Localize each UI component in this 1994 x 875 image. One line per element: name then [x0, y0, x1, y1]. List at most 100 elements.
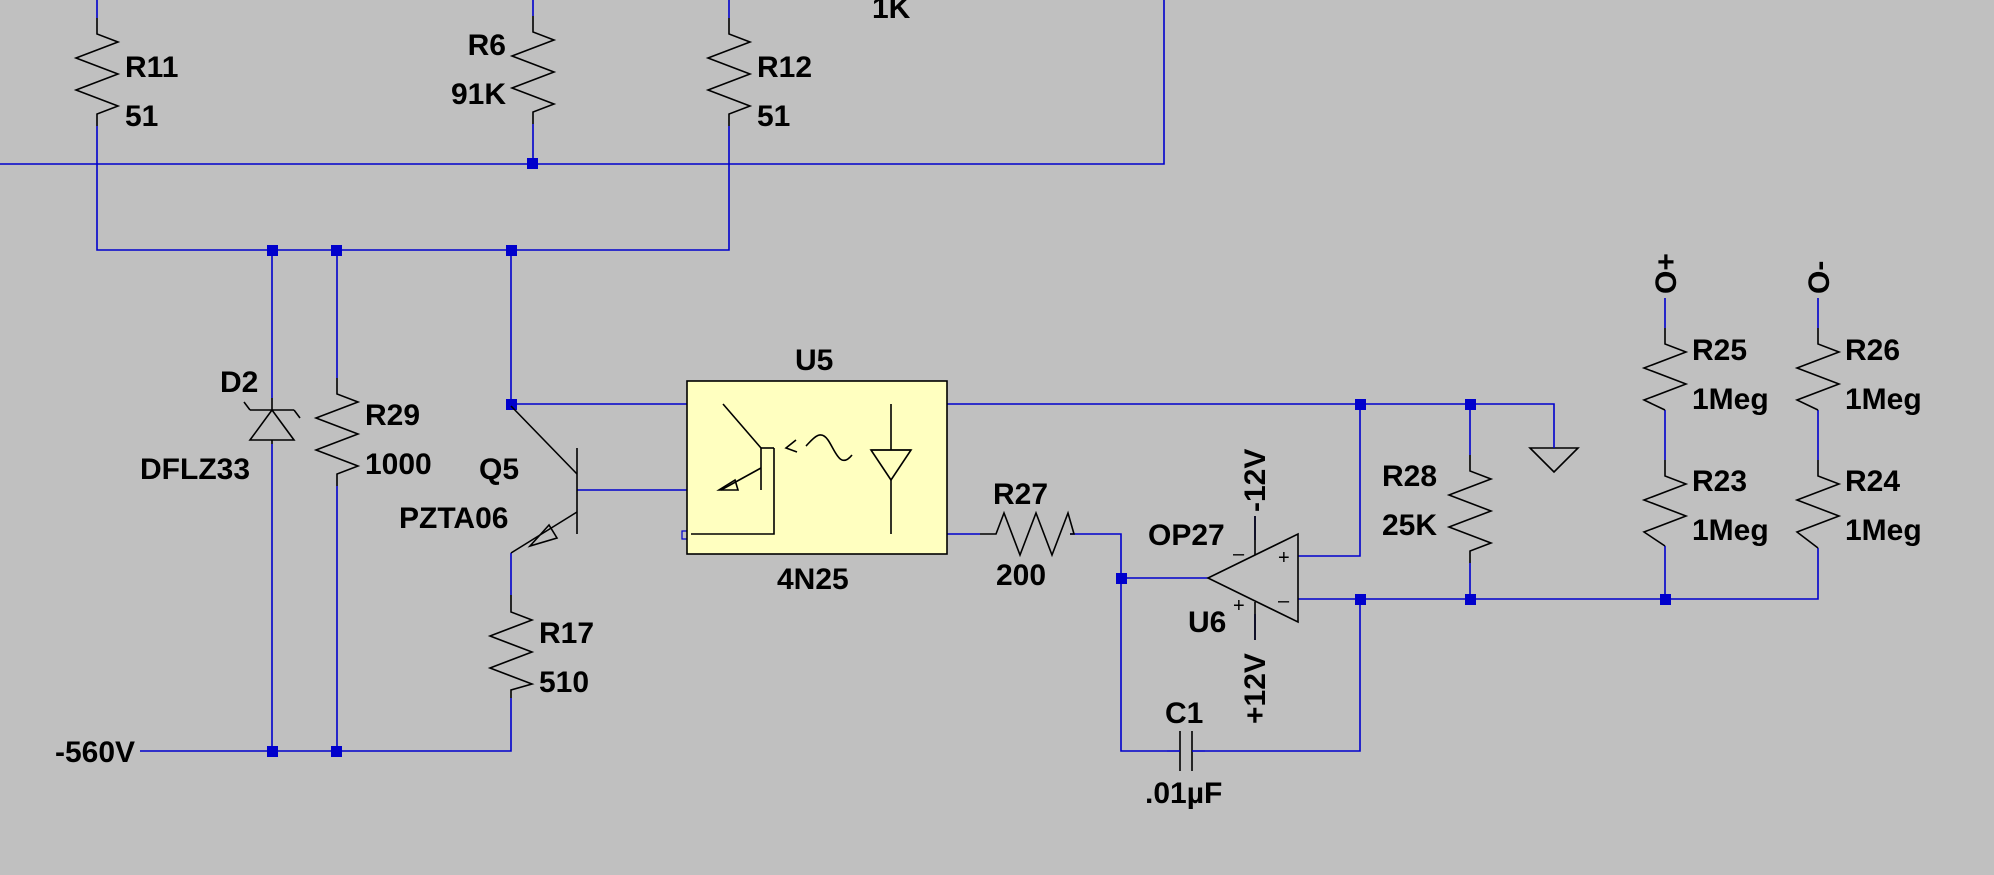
wire — [96, 126, 730, 251]
r6-ref-label: R6 — [468, 29, 506, 62]
r17-ref-label: R17 — [539, 617, 594, 650]
ground-symbol[interactable] — [1528, 426, 1580, 474]
resistor-r23-zigzag — [1641, 460, 1689, 547]
out-plus-label: O+ — [1650, 253, 1683, 294]
r25-value-label: 1Meg — [1692, 383, 1769, 416]
resistor-r24[interactable] — [1794, 460, 1842, 549]
transistor-collector — [510, 405, 578, 475]
junction-dot — [331, 746, 342, 757]
junction-dot — [1660, 594, 1671, 605]
resistor-r11-zigzag — [73, 18, 121, 126]
junction-dot — [527, 158, 538, 169]
junction-dot — [506, 399, 517, 410]
wire — [1205, 599, 1361, 752]
resistor-r26-zigzag — [1794, 328, 1842, 411]
d2-ref-label: D2 — [220, 366, 258, 399]
optocoupler-body — [686, 380, 948, 555]
neg-supply-label: -560V — [55, 736, 135, 769]
resistor-r12[interactable] — [705, 18, 753, 126]
transistor-emitter-arrow — [527, 523, 559, 548]
r25-ref-label: R25 — [1692, 334, 1747, 367]
junction-dot — [267, 746, 278, 757]
u5-value-label: 4N25 — [777, 563, 849, 596]
r11-ref-label: R11 — [125, 51, 178, 84]
opamp-minus-sign: – — [1233, 543, 1245, 565]
u5-ref-label: U5 — [795, 344, 833, 377]
r27-ref-label: R27 — [993, 478, 1048, 511]
r27-value-label: 200 — [996, 559, 1046, 592]
r12-value-label: 51 — [757, 100, 790, 133]
r28-value-label: 25K — [1382, 509, 1437, 542]
zener-diode-d2[interactable] — [243, 398, 301, 444]
junction-dot — [506, 245, 517, 256]
resistor-r24-zigzag — [1794, 460, 1842, 549]
opamp-triangle — [1206, 532, 1299, 624]
transistor-q5[interactable] — [510, 405, 578, 554]
zener-bar-tick — [243, 401, 251, 411]
resistor-r29-zigzag — [313, 378, 361, 486]
d2-value-label: DFLZ33 — [140, 453, 250, 486]
wire — [0, 0, 1165, 165]
r23-ref-label: R23 — [1692, 465, 1747, 498]
r11-value-label: 51 — [125, 100, 158, 133]
r24-value-label: 1Meg — [1845, 514, 1922, 547]
resistor-r25[interactable] — [1641, 328, 1689, 411]
resistor-r11[interactable] — [73, 18, 121, 126]
wire — [1070, 533, 1208, 579]
opamp-u6[interactable] — [1206, 516, 1299, 640]
r23-value-label: 1Meg — [1692, 514, 1769, 547]
opamp-out-minus-sign: – — [1278, 590, 1290, 612]
resistor-r6-zigzag — [509, 16, 557, 124]
opamp-out-plus-sign: + — [1278, 547, 1290, 569]
resistor-r6[interactable] — [509, 16, 557, 124]
r28-ref-label: R28 — [1382, 460, 1437, 493]
wire — [140, 698, 512, 752]
r29-value-label: 1000 — [365, 448, 432, 481]
u6-ref-label: U6 — [1188, 606, 1226, 639]
resistor-r17-zigzag — [487, 595, 535, 698]
q5-ref-label: Q5 — [479, 453, 519, 486]
junction-dots — [267, 158, 1671, 757]
phototransistor-emitter — [720, 467, 762, 491]
phototransistor-arrow — [716, 478, 740, 491]
light-arrow-head — [784, 439, 798, 453]
junction-dot — [1355, 399, 1366, 410]
junction-dot — [331, 245, 342, 256]
phototransistor-base-lead — [691, 448, 775, 535]
resistor-r28[interactable] — [1446, 455, 1494, 563]
r17-value-label: 510 — [539, 666, 589, 699]
opamp-plus-sign: + — [1233, 595, 1245, 617]
wire — [1120, 578, 1167, 752]
resistor-r27-zigzag — [980, 510, 1076, 558]
resistor-r26[interactable] — [1794, 328, 1842, 411]
r26-ref-label: R26 — [1845, 334, 1900, 367]
resistor-r17[interactable] — [487, 595, 535, 698]
neg12-label: -12V — [1239, 449, 1272, 512]
ground-icon — [1528, 447, 1580, 474]
wire — [1298, 404, 1361, 557]
top-value-label: 1K — [872, 0, 911, 25]
r6-value-label: 91K — [451, 78, 506, 111]
zener-triangle — [248, 408, 296, 441]
out-minus-label: O- — [1803, 261, 1836, 294]
wire — [1298, 548, 1819, 600]
r29-ref-label: R29 — [365, 399, 420, 432]
wires — [0, 0, 1819, 752]
resistor-r29[interactable] — [313, 378, 361, 486]
resistor-r25-zigzag — [1641, 328, 1689, 411]
junction-dot — [1465, 594, 1476, 605]
phototransistor-collector — [722, 403, 762, 449]
resistor-r27[interactable] — [980, 510, 1076, 558]
r24-ref-label: R24 — [1845, 465, 1900, 498]
capacitor-c1[interactable] — [1167, 731, 1205, 771]
resistor-r12-zigzag — [705, 18, 753, 126]
resistor-r23[interactable] — [1641, 460, 1689, 547]
optocoupler-u5[interactable] — [686, 380, 948, 555]
c1-value-label: .01µF — [1145, 777, 1222, 810]
resistor-r28-zigzag — [1446, 455, 1494, 563]
zener-bar-tick — [293, 409, 301, 419]
u6-value-label: OP27 — [1148, 519, 1225, 552]
r12-ref-label: R12 — [757, 51, 812, 84]
junction-dot — [1116, 573, 1127, 584]
